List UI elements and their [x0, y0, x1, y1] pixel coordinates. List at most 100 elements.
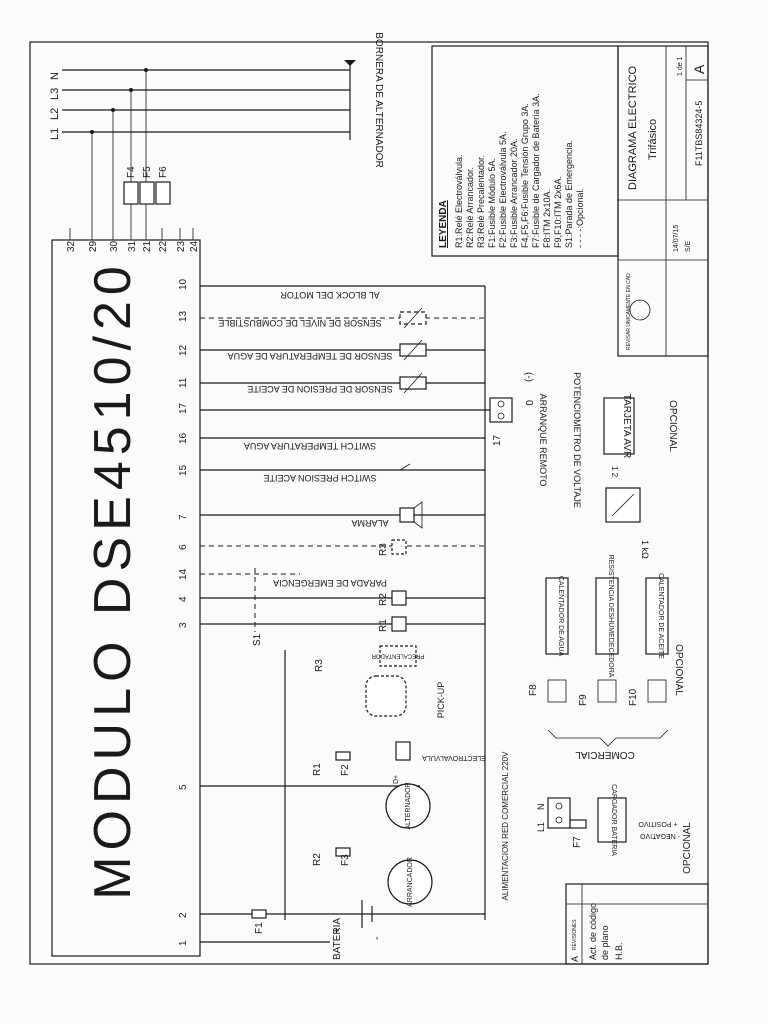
remote-start-zero: 0	[523, 400, 534, 406]
terminal-15: 15	[178, 464, 189, 476]
drawing-date: 14/07/15	[673, 225, 680, 252]
solenoid-label: ELECTROVALVULA	[422, 754, 486, 761]
legend-item: F2:Fusible Electroválvula 5A.	[498, 131, 508, 248]
terminal-3: 3	[178, 622, 189, 628]
avr-card	[603, 397, 635, 455]
charger-negative-label: - NEGATIVO	[639, 832, 679, 839]
oil-heater	[645, 577, 669, 655]
signal-wires	[200, 285, 500, 943]
preheater	[379, 645, 417, 667]
oil-pressure-switch-label: SWITCH PRESION ACEITE	[263, 473, 376, 483]
alarm-device	[399, 507, 415, 523]
switch-s1-label: S1	[252, 633, 263, 646]
terminal-30: 30	[109, 240, 120, 252]
legend-item: R2:Relé Arrancador.	[465, 167, 475, 248]
solenoid-valve	[395, 741, 411, 761]
mains-label: ALIMENTACION RED COMERCIAL 220V	[501, 751, 510, 901]
alternator-label: ALTERNADOR	[405, 782, 412, 829]
alternator	[385, 783, 431, 829]
mains-l1: L1	[536, 822, 546, 832]
mains-group: ALIMENTACION RED COMERCIAL 220V N L1 F7 …	[501, 751, 693, 901]
oil-heater-label: CALENTADOR DE ACEITE	[657, 573, 664, 659]
terminal-17: 17	[178, 402, 189, 414]
revision-description-2: de plano	[600, 925, 610, 960]
terminal-31: 31	[127, 240, 138, 252]
fuse-f1	[251, 909, 267, 919]
relay-r3-coil	[391, 539, 407, 555]
relay-r3-coil-label: R3	[378, 543, 389, 556]
terminal-24: 24	[189, 240, 200, 252]
legend-title: LEYENDA	[438, 200, 449, 248]
legend-item: S1:Parada de Emergencia.	[564, 140, 574, 248]
water-heater-label: CALENTADOR DE AGUA	[557, 576, 564, 657]
emergency-stop-label: PARADA DE EMERGENCIA	[273, 578, 387, 588]
drawing-subtitle: Trifásico	[647, 119, 659, 160]
legend-item: F4,F5,F6:Fusible Tensión Grupo 3A.	[520, 103, 530, 248]
legend-item: F7:Fusible de Cargador de Batería 3A.	[531, 93, 541, 248]
terminal-23: 23	[176, 240, 187, 252]
terminal-22: 22	[158, 240, 169, 252]
preheater-label: PRECALENTADOR	[371, 652, 425, 658]
terminal-11: 11	[178, 377, 189, 388]
water-heater	[545, 577, 569, 655]
drawing-revision: A	[691, 64, 707, 74]
fuse-f3	[335, 847, 351, 857]
drawing-frame	[29, 41, 709, 965]
fuse-f4	[123, 181, 139, 205]
avr-card-label: TARJETA AVR	[621, 394, 632, 458]
fuse-f5	[139, 181, 155, 205]
legend-item: F8:ITM 2x10A.	[542, 189, 552, 248]
fuse-f7	[569, 819, 587, 829]
alternator-terminal-label: D+	[393, 775, 400, 784]
terminal-21: 21	[142, 240, 153, 252]
relay-r1-contact-label: R1	[312, 763, 323, 776]
breaker-f9	[597, 679, 617, 703]
dehumidifier-heater-label: RESISTENCIA DESHUMEDECEDORA	[607, 555, 614, 678]
breaker-f10	[647, 679, 667, 703]
bottom-terminal-group: 5 2 1	[178, 784, 189, 946]
fuse-f6	[155, 181, 171, 205]
mains-optional-label: OPCIONAL	[682, 822, 693, 874]
breaker-f8	[547, 679, 567, 703]
terminal-29: 29	[88, 240, 99, 252]
top-terminal-group: 32 29 30 31 21 22 23 24	[66, 228, 200, 252]
fuse-f8-label: F8	[528, 684, 539, 696]
fuse-f10-label: F10	[628, 688, 639, 706]
terminal-10: 10	[178, 278, 189, 290]
fuse-f2	[335, 751, 351, 761]
remote-start-minus: (-)	[523, 372, 534, 382]
mains-n: N	[536, 804, 546, 811]
legend-item: F1:Fusible Módulo 5A.	[487, 158, 497, 248]
heater-group: CALENTADOR DE AGUA RESISTENCIA DESHUMEDE…	[528, 555, 684, 760]
title-block: DIAGRAMA ELECTRICO Trifásico F11TBS84324…	[617, 45, 709, 357]
starter-motor	[387, 859, 433, 905]
terminal-2: 2	[178, 912, 189, 918]
potentiometer-label: POTENCIOMETRO DE VOLTAJE	[572, 372, 582, 508]
fuse-f6-label: F6	[158, 166, 169, 178]
terminal-6: 6	[178, 544, 189, 550]
dehumidifier-heater	[595, 577, 619, 655]
fuse-f4-label: F4	[126, 166, 137, 178]
starter-label: ARRANCADOR	[407, 857, 414, 907]
drawing-scale: S/E	[685, 240, 692, 252]
remote-start-17: 17	[492, 434, 503, 446]
drawing-number: F11TBS84324-5	[694, 101, 704, 166]
fuse-f2-label: F2	[340, 764, 351, 776]
terminal-14: 14	[178, 568, 189, 580]
mains-terminal	[547, 797, 571, 829]
oil-pressure-sensor-label: SENSOR DE PRESION DE ACEITE	[247, 384, 393, 394]
relay-r2-coil	[391, 590, 407, 606]
pickup-label: PICK-UP	[436, 682, 446, 719]
terminal-4: 4	[178, 596, 189, 602]
drawing-sheet-count: 1 de 1	[677, 56, 684, 76]
relay-r1-coil-label: R1	[378, 619, 389, 632]
relay-r1-coil	[391, 616, 407, 632]
legend-item: F9,F10:ITM 2x6A.	[553, 176, 563, 248]
relay-r2-contact-label: R2	[312, 853, 323, 866]
legend-item: R3:Relé Precalentador.	[476, 155, 486, 248]
charger-positive-label: + POSITIVO	[638, 820, 678, 827]
battery-charger-label: CARGADOR BATERIA	[610, 784, 617, 856]
water-temp-sensor-label: SENSOR DE TEMPERATURA DE AGUA	[228, 351, 393, 361]
oil-pressure-switch	[399, 463, 411, 471]
